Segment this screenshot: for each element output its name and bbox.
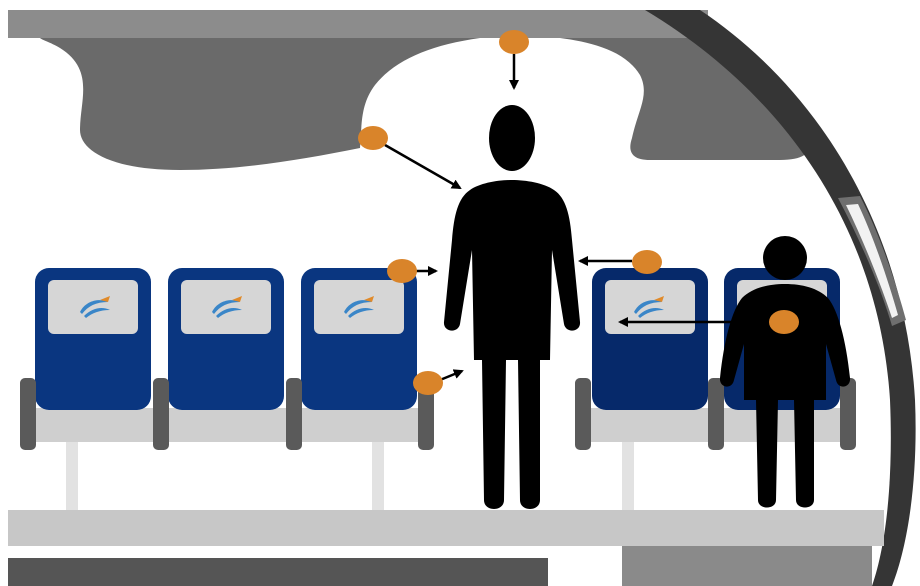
orange-dot-icon — [387, 259, 417, 283]
airplane-seat-icon — [35, 268, 151, 410]
orange-dot-icon — [413, 371, 443, 395]
armrest — [153, 378, 169, 450]
lower-panel-right — [622, 546, 872, 586]
lower-panel-left — [8, 558, 548, 586]
airplane-seat-icon — [592, 268, 708, 410]
seat-leg — [372, 440, 384, 510]
seat-cushion — [30, 408, 430, 442]
armrest — [575, 378, 591, 450]
seat-leg — [66, 440, 78, 510]
armrest — [20, 378, 36, 450]
seat-row-left — [20, 268, 434, 450]
orange-dot-icon — [499, 30, 529, 54]
seat-leg — [622, 440, 634, 510]
armrest — [286, 378, 302, 450]
armrest — [708, 378, 724, 450]
airplane-seat-icon — [168, 268, 284, 410]
ceiling-band — [8, 10, 708, 38]
orange-dot-icon — [632, 250, 662, 274]
orange-dot-icon — [769, 310, 799, 334]
airplane-seat-icon — [301, 268, 417, 410]
armrest — [840, 378, 856, 450]
cabin-floor — [8, 510, 884, 546]
orange-dot-icon — [358, 126, 388, 150]
